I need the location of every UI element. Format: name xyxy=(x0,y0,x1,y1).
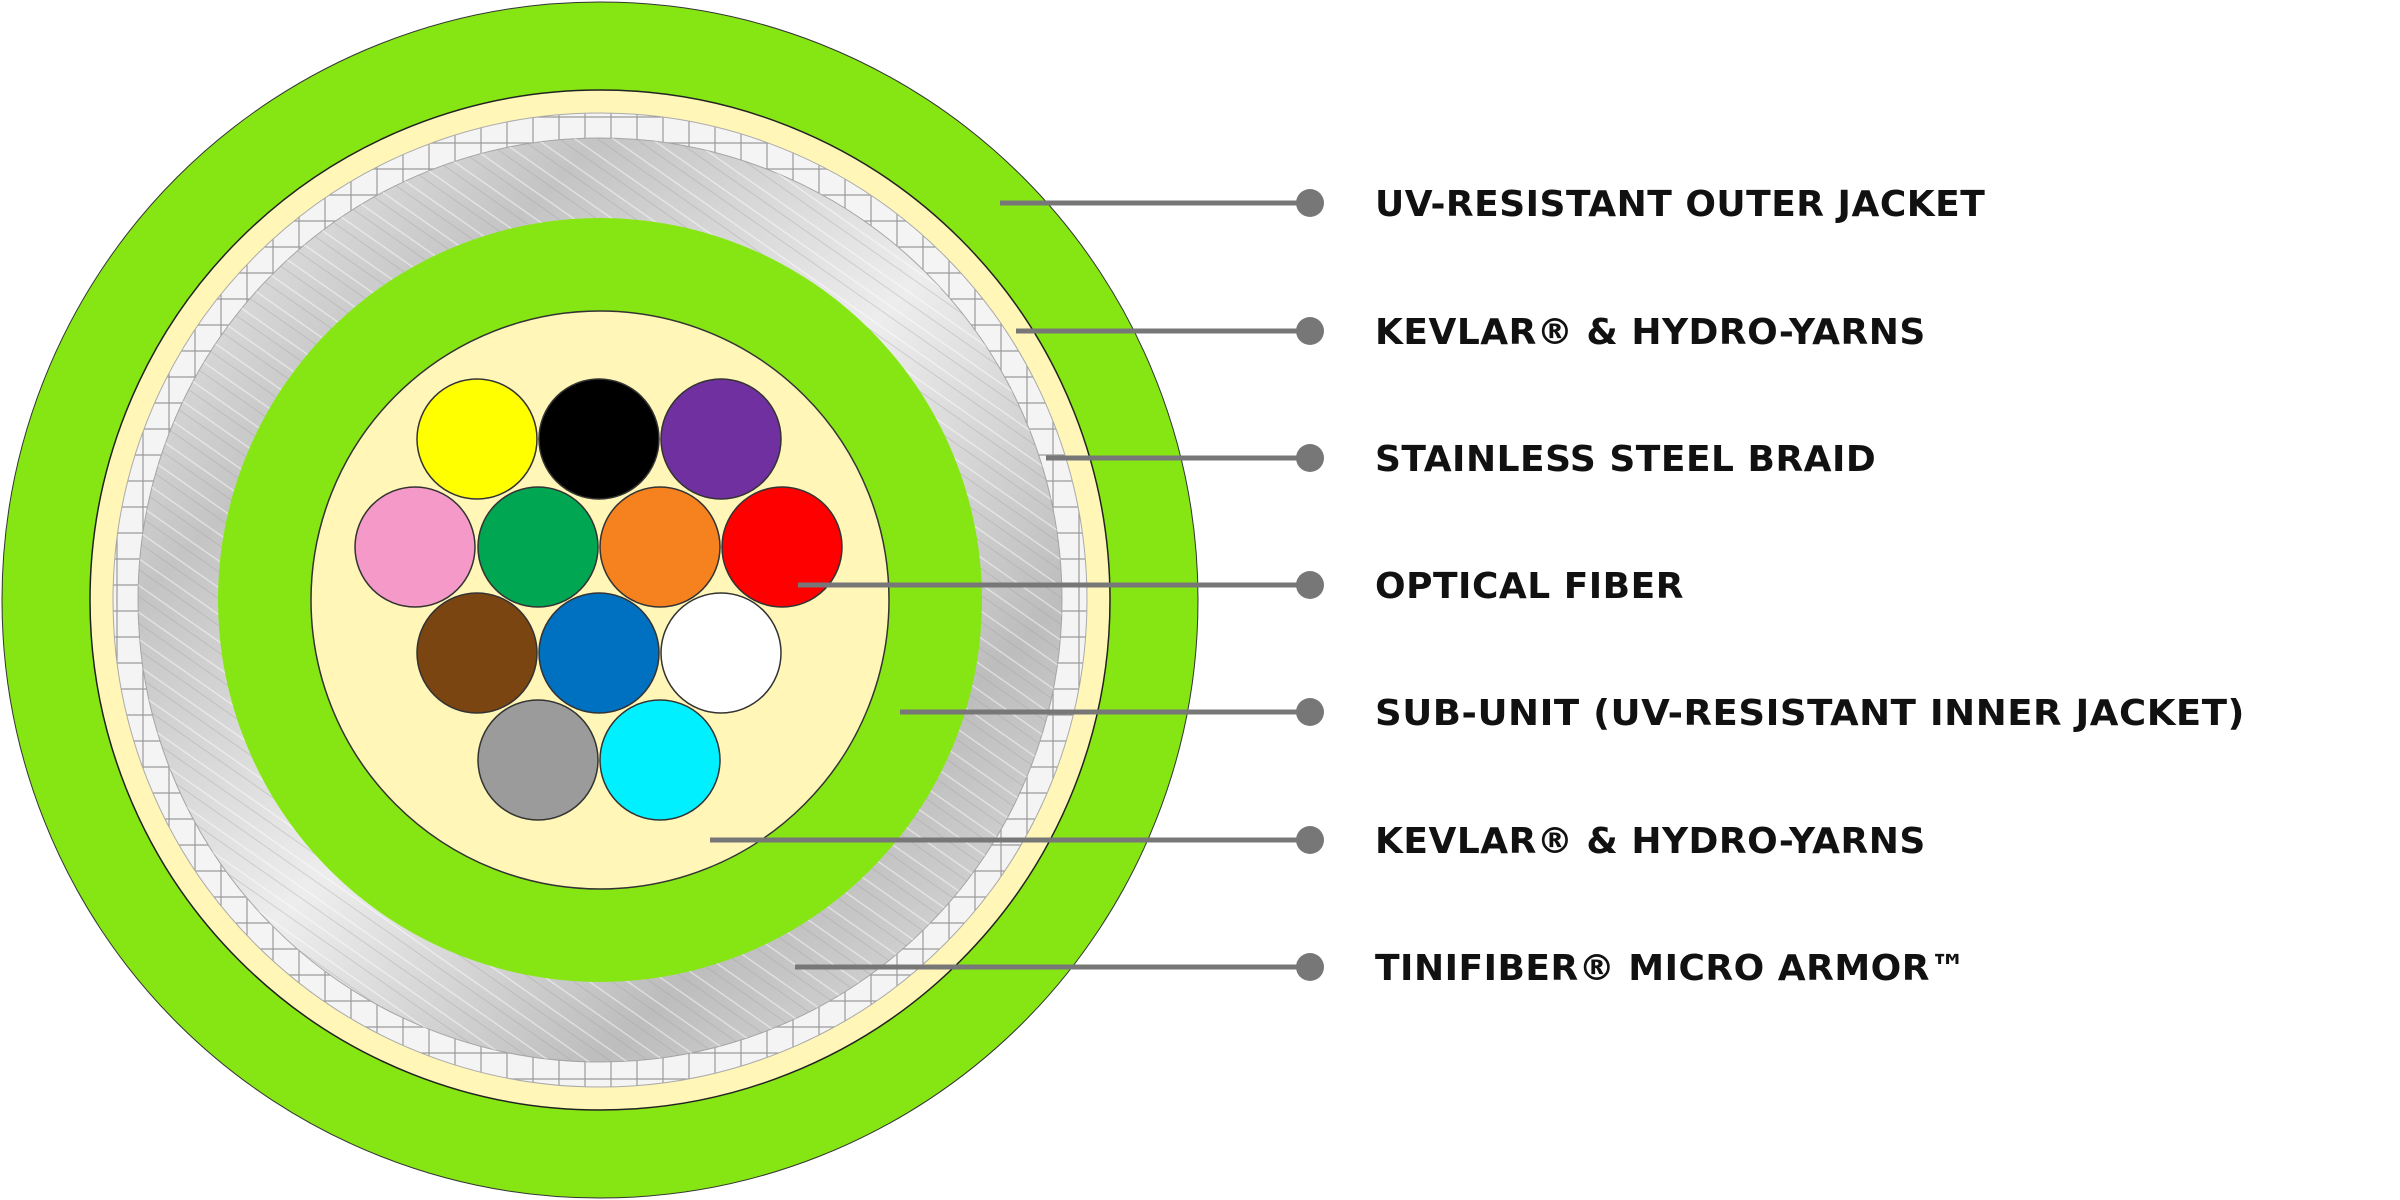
label-outer-yarn: KEVLAR® & HYDRO-YARNS xyxy=(1375,312,1926,353)
leader-dot-inner-yarn xyxy=(1296,826,1324,854)
fiber-slate xyxy=(477,699,599,821)
fiber-aqua xyxy=(599,699,721,821)
fiber-blue xyxy=(538,592,660,714)
leader-dot-outer-jacket xyxy=(1296,189,1324,217)
label-inner-yarn: KEVLAR® & HYDRO-YARNS xyxy=(1375,821,1926,862)
fiber-yellow xyxy=(416,378,538,500)
fiber-red xyxy=(721,486,843,608)
leader-lines xyxy=(710,189,1324,981)
leader-dot-steel-braid xyxy=(1296,444,1324,472)
fiber-brown xyxy=(416,592,538,714)
leader-dot-optical-fiber xyxy=(1296,571,1324,599)
label-micro-armor: TINIFIBER® MICRO ARMOR™ xyxy=(1375,948,1966,989)
fiber-violet xyxy=(660,378,782,500)
label-steel-braid: STAINLESS STEEL BRAID xyxy=(1375,439,1876,480)
fiber-orange xyxy=(599,486,721,608)
leader-dot-micro-armor xyxy=(1296,953,1324,981)
fiber-black xyxy=(538,378,660,500)
leader-dot-sub-unit xyxy=(1296,698,1324,726)
fiber-bundle xyxy=(354,378,843,821)
fiber-white xyxy=(660,592,782,714)
fiber-rose xyxy=(354,486,476,608)
label-sub-unit: SUB-UNIT (UV-RESISTANT INNER JACKET) xyxy=(1375,693,2245,734)
label-optical-fiber: OPTICAL FIBER xyxy=(1375,566,1684,607)
fiber-green xyxy=(477,486,599,608)
leader-dot-outer-yarn xyxy=(1296,317,1324,345)
layer-labels: UV-RESISTANT OUTER JACKET KEVLAR® & HYDR… xyxy=(1375,184,2245,989)
label-outer-jacket: UV-RESISTANT OUTER JACKET xyxy=(1375,184,1985,225)
